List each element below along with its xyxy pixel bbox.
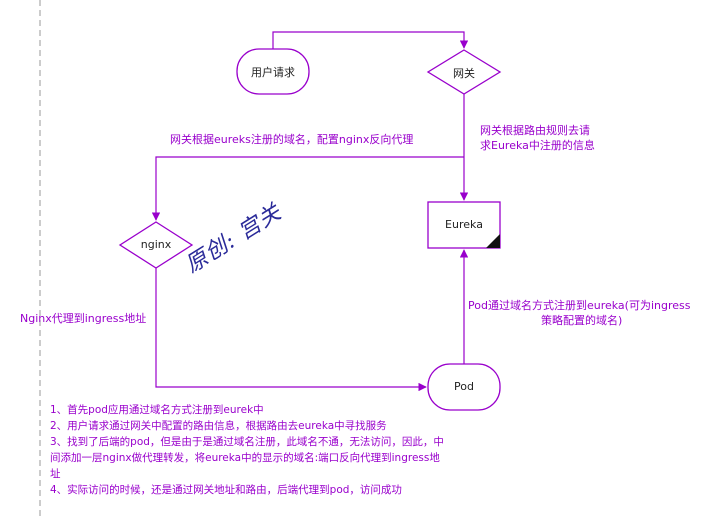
- label-user-request: 用户请求: [251, 66, 295, 79]
- edge-label-gateway-to-nginx: 网关根据eureks注册的域名，配置nginx反向代理: [170, 133, 414, 146]
- edge-nginx-to-pod: [155, 268, 427, 392]
- note-item: 2、用户请求通过网关中配置的路由信息，根据路由去eureka中寻找服务: [50, 420, 387, 432]
- edge-label-gateway-to-eureka-line1: 网关根据路由规则去请: [480, 124, 590, 137]
- note-item: 1、首先pod应用通过域名方式注册到eurek中: [50, 404, 264, 416]
- note-item: 3、找到了后端的pod，但是由于是通过域名注册，此域名不通，无法访问，因此，中间…: [50, 436, 444, 480]
- label-gateway: 网关: [453, 67, 475, 80]
- edge-label-gateway-to-eureka-line2: 求Eureka中注册的信息: [480, 139, 595, 152]
- edge-label-nginx-to-pod: Nginx代理到ingress地址: [20, 312, 147, 325]
- edge-label-pod-to-eureka-line2: 策略配置的域名): [541, 314, 623, 327]
- notes-block: 1、首先pod应用通过域名方式注册到eurek中 2、用户请求通过网关中配置的路…: [50, 402, 450, 498]
- label-nginx: nginx: [140, 238, 172, 251]
- edge-gateway-to-nginx: [151, 156, 464, 221]
- label-pod: Pod: [454, 380, 474, 393]
- edge-label-pod-to-eureka-line1: Pod通过域名方式注册到eureka(可为ingress: [468, 299, 691, 312]
- note-item: 4、实际访问的时候，还是通过网关地址和路由，后端代理到pod，访问成功: [50, 484, 402, 496]
- label-eureka: Eureka: [445, 218, 483, 231]
- node-eureka: [427, 201, 501, 249]
- eureka-corner-mark: [486, 234, 500, 248]
- edge-user-to-gateway: [272, 31, 469, 49]
